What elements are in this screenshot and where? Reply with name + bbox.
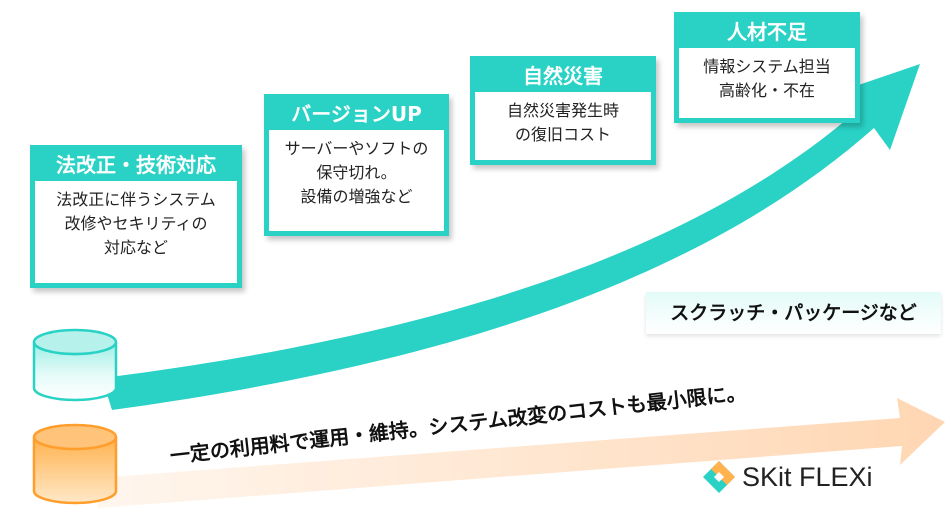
card-title: 人材不足: [679, 17, 855, 48]
card-title: バージョンUP: [269, 99, 444, 130]
logo-wordmark: SKit FLEXi: [742, 462, 873, 492]
card-body: 法改正に伴うシステム 改修やセキリティの 対応など: [56, 190, 216, 257]
database-icon-orange: [32, 423, 118, 505]
card-title: 法改正・技術対応: [35, 150, 237, 181]
card-title: 自然災害: [475, 61, 651, 92]
card-natural-disaster: 自然災害 自然災害発生時 の復旧コスト: [470, 56, 656, 165]
card-legal-tech: 法改正・技術対応 法改正に伴うシステム 改修やセキリティの 対応など: [30, 145, 242, 288]
flat-cost-arrow: [95, 398, 945, 508]
card-body: サーバーやソフトの 保守切れ。 設備の増強など: [284, 139, 429, 206]
flexi-diamond-icon: [703, 461, 735, 493]
database-icon-teal: [32, 328, 118, 402]
card-body: 自然災害発生時 の復旧コスト: [506, 101, 619, 144]
card-staff-shortage: 人材不足 情報システム担当 高齢化・不在: [674, 12, 860, 123]
card-body: 情報システム担当 高齢化・不在: [703, 57, 831, 100]
scratch-package-label: スクラッチ・パッケージなど: [646, 292, 941, 334]
card-version-up: バージョンUP サーバーやソフトの 保守切れ。 設備の増強など: [264, 94, 449, 236]
rising-cost-arrow: [102, 64, 920, 410]
